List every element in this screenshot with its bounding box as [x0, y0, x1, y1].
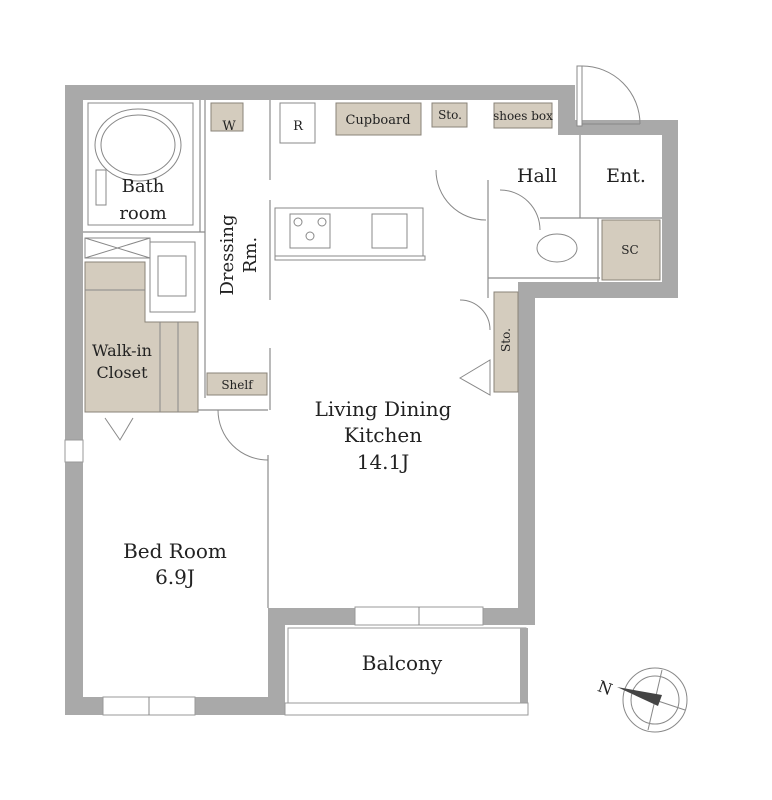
shelf-label: Shelf	[221, 378, 254, 392]
storage-side	[493, 291, 519, 393]
walkin-label-1: Walk-in	[92, 341, 152, 360]
washer-label: W	[222, 119, 236, 134]
hall-label: Hall	[517, 165, 557, 187]
shoe-closet-label: SC	[621, 243, 638, 257]
cupboard-label: Cupboard	[345, 113, 410, 128]
balcony-label: Balcony	[362, 651, 443, 675]
outer-wall	[65, 85, 678, 715]
north-compass: N	[595, 667, 688, 733]
toilet	[536, 233, 578, 263]
compass-north-label: N	[595, 677, 615, 700]
shoes-box	[493, 102, 553, 129]
cupboard	[335, 102, 422, 136]
side-window	[64, 439, 84, 463]
ldk-size: 14.1J	[357, 450, 410, 474]
bathroom	[83, 100, 205, 233]
walk-in-closet	[84, 261, 199, 413]
kitchen-counter	[274, 207, 426, 261]
entrance-door	[576, 65, 641, 127]
ldk-label-1: Living Dining	[315, 397, 452, 421]
bedroom-size: 6.9J	[155, 565, 195, 589]
entrance-label: Ent.	[606, 165, 646, 187]
shelf	[206, 372, 268, 396]
bath-label-1: Bath	[122, 176, 165, 197]
bedroom-label: Bed Room	[123, 539, 227, 563]
dressing-label-2: Rm.	[240, 237, 261, 273]
bath-label-2: room	[119, 203, 166, 224]
washer-space	[210, 102, 244, 132]
shoe-closet	[601, 219, 661, 281]
shoes-box-label: shoes box	[493, 109, 553, 123]
dressing-label-1: Dressing	[217, 214, 238, 295]
storage-top-label: Sto.	[438, 108, 462, 122]
storage-side-label: Sto.	[499, 328, 513, 352]
fridge-space	[279, 102, 316, 144]
balcony	[284, 627, 529, 716]
fridge-label: R	[293, 119, 304, 134]
ldk-label-2: Kitchen	[344, 423, 422, 447]
walkin-label-2: Closet	[96, 363, 148, 382]
storage-top	[431, 102, 468, 128]
